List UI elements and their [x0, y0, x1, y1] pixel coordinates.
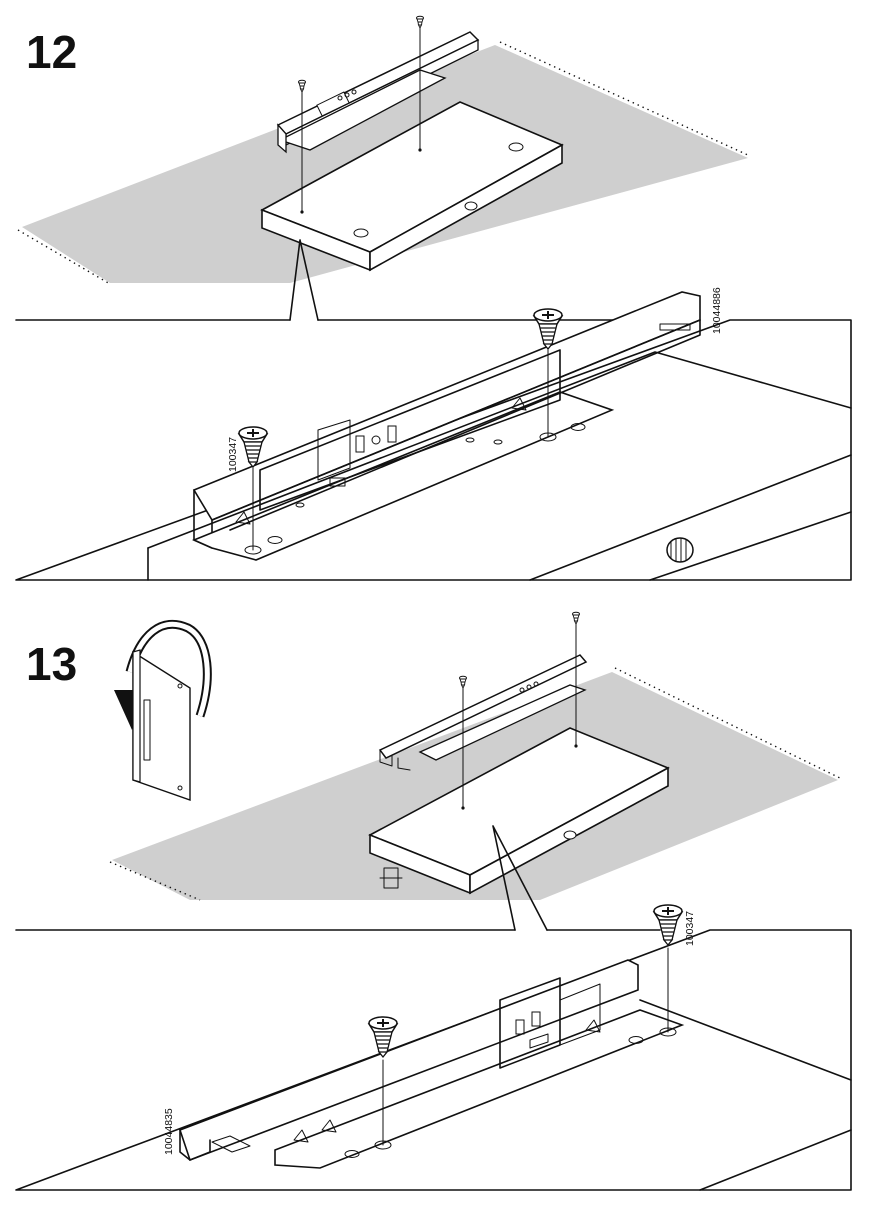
- drawer-runner-icon: [276, 31, 480, 154]
- screw-icon: [416, 15, 424, 29]
- screw-icon: [653, 904, 683, 946]
- step-13: 13: [15, 611, 852, 1191]
- part-number: 10044835: [163, 1108, 175, 1155]
- screw-icon: [238, 426, 268, 468]
- drawer-runner-icon: [378, 654, 588, 771]
- dowel-knob: [666, 537, 694, 563]
- step-number: 13: [26, 638, 77, 690]
- panel-board-icon: [368, 727, 670, 895]
- drawer-runner-icon: [178, 959, 685, 1169]
- screw-icon: [459, 675, 467, 689]
- part-number: 100347: [227, 437, 239, 472]
- curved-arrow-rotate-icon: [114, 619, 212, 801]
- panel-board-icon: [260, 101, 564, 272]
- part-number: 100347: [684, 911, 696, 946]
- drawer-runner-icon: [191, 291, 701, 561]
- step-number: 12: [26, 26, 77, 78]
- step-12: 12: [15, 15, 852, 581]
- part-number: 10044886: [711, 287, 723, 334]
- detail-view: 10044886 100347: [15, 287, 852, 581]
- detail-view: 100347 10044835: [15, 904, 852, 1191]
- screw-icon: [298, 79, 306, 93]
- screw-icon: [572, 611, 580, 625]
